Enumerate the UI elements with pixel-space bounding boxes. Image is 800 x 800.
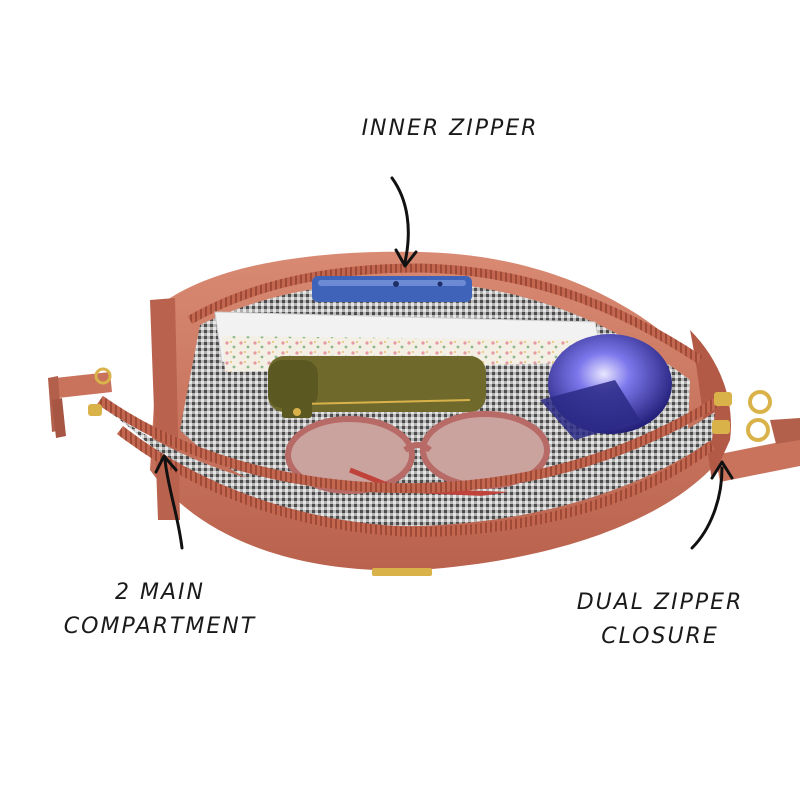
main-zipper-upper xyxy=(97,395,723,494)
water-bottle xyxy=(540,334,672,440)
curved-arrow-icon xyxy=(390,176,410,264)
callout-dual-zipper-line1: DUAL ZIPPER xyxy=(576,590,744,615)
divider-lining xyxy=(110,412,715,527)
callout-main-compartment: 2 MAIN COMPARTMENT xyxy=(30,576,290,644)
callout-dual-zipper-line2: CLOSURE xyxy=(601,624,719,649)
sunglasses xyxy=(285,411,550,498)
curved-arrow-icon xyxy=(394,248,418,268)
callout-main-compartment-line2: COMPARTMENT xyxy=(63,614,257,639)
callout-dual-zipper: DUAL ZIPPER CLOSURE xyxy=(540,586,780,654)
callout-main-compartment-line1: 2 MAIN xyxy=(115,580,205,605)
olive-pouch xyxy=(268,356,486,418)
curved-arrow-icon xyxy=(163,458,184,550)
logo-plate xyxy=(372,568,432,576)
curved-arrow-icon xyxy=(154,454,178,474)
callout-inner-zipper-text: INNER ZIPPER xyxy=(361,116,539,141)
strap-left xyxy=(48,367,112,438)
main-zipper-lower xyxy=(116,426,716,538)
curved-arrow-icon xyxy=(710,460,734,480)
curved-arrow-icon xyxy=(690,466,724,550)
callout-inner-zipper: INNER ZIPPER xyxy=(330,112,570,146)
phone xyxy=(312,276,472,302)
zipper-pulls xyxy=(88,390,772,442)
inner-zipper xyxy=(187,263,703,364)
strap-right xyxy=(715,418,800,482)
